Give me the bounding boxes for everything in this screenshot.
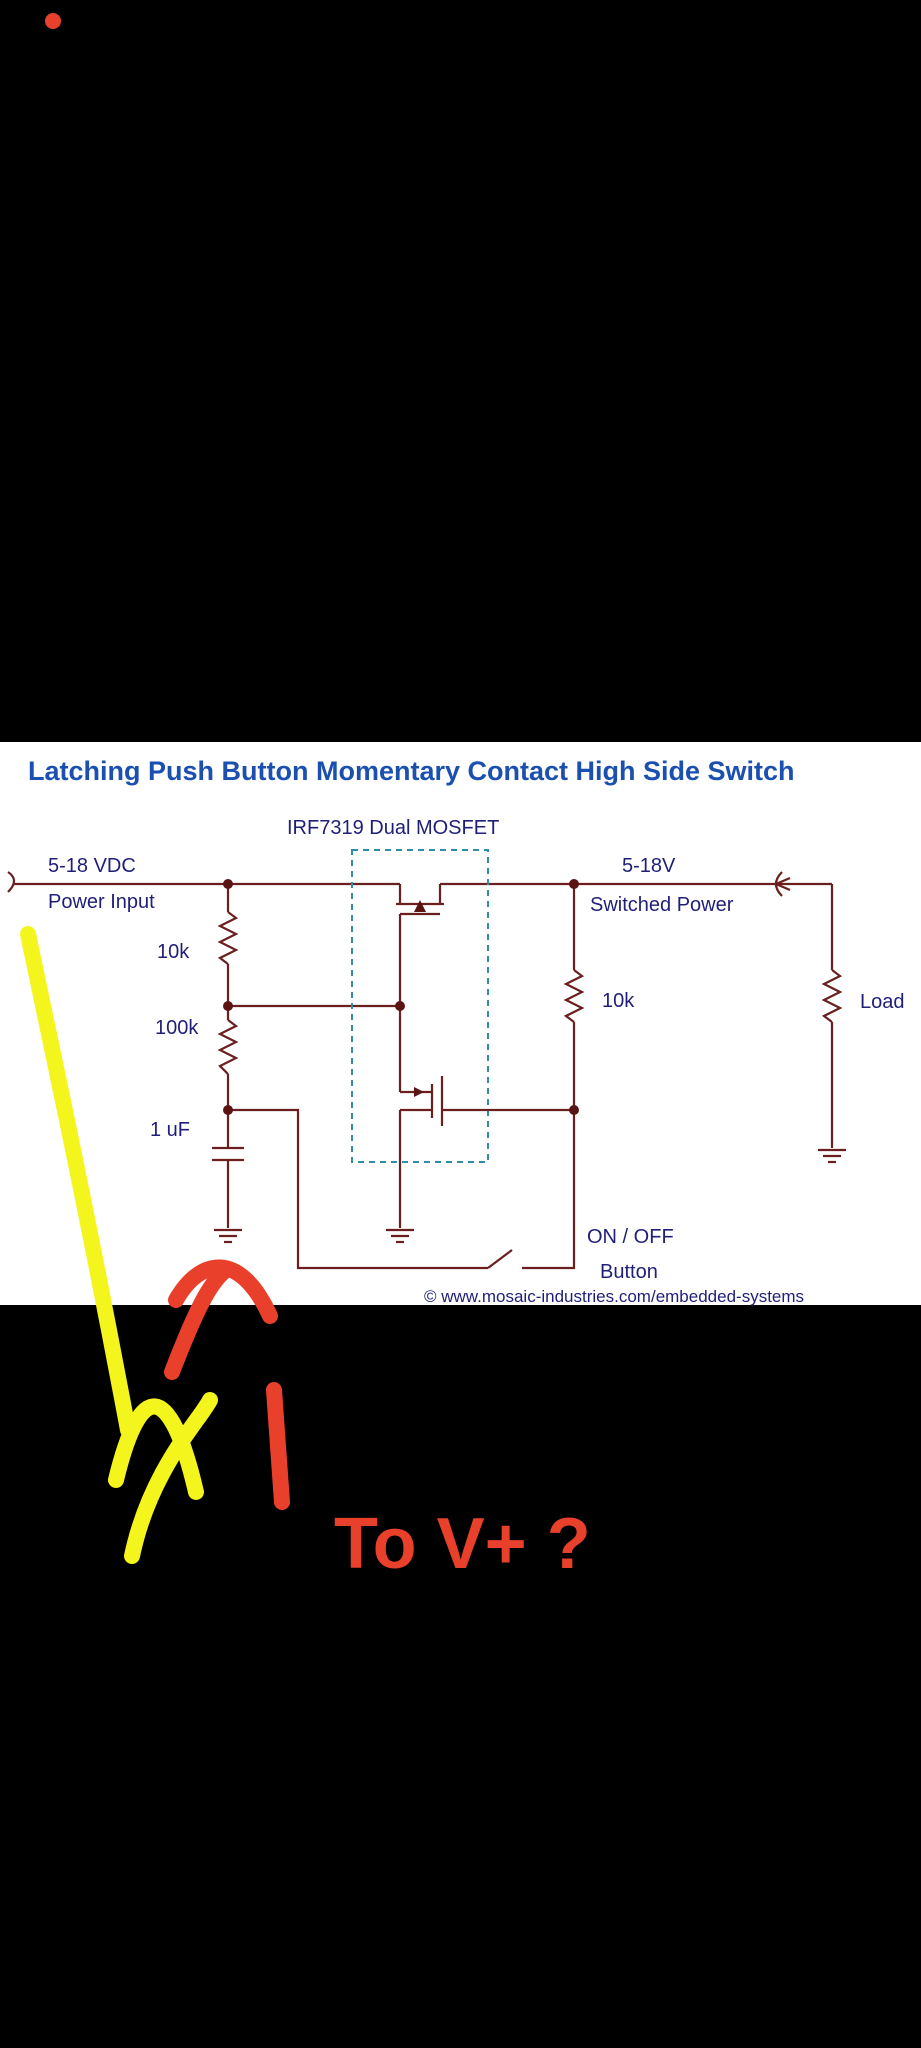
ground-left-icon xyxy=(214,1228,242,1244)
output-connector-icon xyxy=(773,871,791,897)
credit-text: © www.mosaic-industries.com/embedded-sys… xyxy=(424,1287,804,1306)
resistor-r3-icon xyxy=(563,969,585,1023)
input-voltage-label: 5-18 VDC xyxy=(48,855,136,877)
annotation-layer: To V+ ? xyxy=(20,926,591,1584)
yellow-arrow-tail-stroke xyxy=(124,1392,218,1564)
junction-cap xyxy=(223,1105,233,1115)
mosfet-package-box xyxy=(351,849,489,1163)
junction-gate xyxy=(223,1001,233,1011)
recording-dot-icon xyxy=(45,13,61,29)
switch-wire-right xyxy=(522,1110,576,1270)
switch-label-line2: Button xyxy=(600,1261,658,1283)
junction-gate-mosfet xyxy=(395,1001,405,1011)
switch-label-line1: ON / OFF xyxy=(587,1226,674,1248)
schematic-title: Latching Push Button Momentary Contact H… xyxy=(28,756,795,786)
mosfet-label: IRF7319 Dual MOSFET xyxy=(287,817,499,839)
p-mosfet-icon xyxy=(396,884,444,1006)
input-connector-icon xyxy=(7,871,16,893)
n-mosfet-icon xyxy=(398,1006,574,1228)
junction-input xyxy=(223,879,233,889)
output-voltage-label: 5-18V xyxy=(622,855,676,877)
switch-lever-icon xyxy=(487,1249,513,1269)
load-resistor-icon xyxy=(821,969,843,1023)
schematic-background xyxy=(0,742,921,1305)
switch-wire-left xyxy=(228,1108,488,1270)
ground-mosfet-icon xyxy=(386,1228,414,1244)
capacitor-label: 1 uF xyxy=(150,1119,190,1141)
yellow-line-stroke xyxy=(20,926,136,1438)
resistor-r2-icon xyxy=(217,1019,239,1075)
resistor-r1-icon xyxy=(217,911,239,965)
ground-load-icon xyxy=(818,1148,846,1164)
input-name-label: Power Input xyxy=(48,891,155,913)
junction-drain xyxy=(569,1105,579,1115)
junction-output xyxy=(569,879,579,889)
red-line-stroke xyxy=(266,1382,290,1510)
resistor-r2-label: 100k xyxy=(155,1017,199,1039)
output-name-label: Switched Power xyxy=(590,894,734,916)
resistor-r1-label: 10k xyxy=(157,941,190,963)
question-annotation: To V+ ? xyxy=(334,1504,591,1584)
load-label: Load xyxy=(860,991,905,1013)
red-arrow-head-stroke xyxy=(168,1259,278,1324)
schematic-panel: Latching Push Button Momentary Contact H… xyxy=(0,742,921,1306)
yellow-arrow-stroke xyxy=(108,1398,204,1500)
resistor-r3-label: 10k xyxy=(602,990,635,1012)
